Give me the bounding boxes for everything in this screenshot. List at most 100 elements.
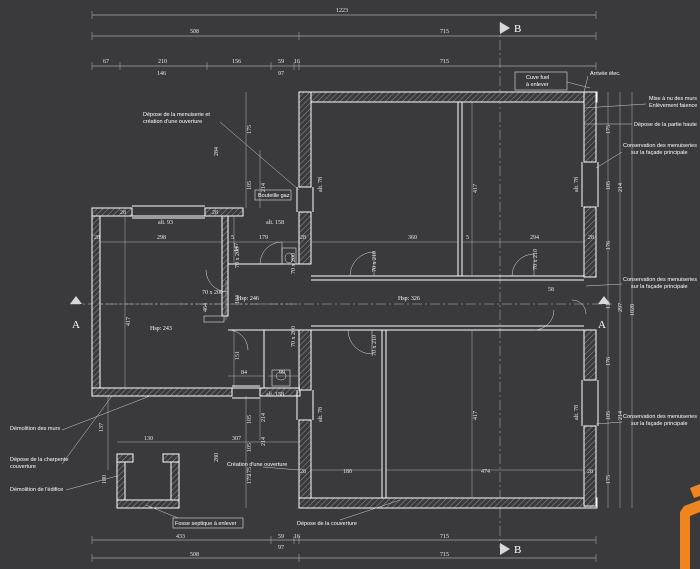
dim-105c: 105 <box>606 181 612 190</box>
bottom-dimensions: 433 59 16 715 97 508 715 <box>91 534 597 562</box>
dim-146: 146 <box>157 71 166 77</box>
dim-97: 97 <box>278 71 284 77</box>
room-hsp246: Hsp: 246 <box>237 296 259 302</box>
dim-alt78b: alt. 78 <box>318 407 324 422</box>
note-cons3-1: Conservation des menuiseries <box>623 414 697 420</box>
walls <box>91 91 599 509</box>
dim-715-bot: 715 <box>440 534 449 540</box>
dim-28a: 28 <box>94 235 100 241</box>
dim-28-right: 28 <box>212 210 218 216</box>
dim-105b: 105 <box>247 415 253 424</box>
dim-214a: 214 <box>261 183 267 192</box>
dim-147: 147 <box>234 243 240 252</box>
dim-175-right: 175 <box>606 475 612 484</box>
dim-5a: 5 <box>231 235 234 241</box>
note-depose-charp-1: Dépose de la charpente <box>10 457 68 463</box>
dim-508-top: 508 <box>190 29 199 35</box>
dim-307: 307 <box>232 436 241 442</box>
axis-a-right-label: A <box>598 319 606 331</box>
dim-alt78d: alt. 78 <box>574 405 580 420</box>
dim-28c: 28 <box>588 235 594 241</box>
dim-294: 294 <box>530 235 539 241</box>
dim-214e: 214 <box>261 437 267 446</box>
dim-104: 104 <box>235 295 241 304</box>
dim-180: 180 <box>343 469 352 475</box>
note-menuiserie-2: création d'une ouverture <box>143 119 202 125</box>
dim-58: 58 <box>548 287 554 293</box>
dim-70x200b: 70 x 200 <box>202 290 223 296</box>
dim-105d: 105 <box>606 411 612 420</box>
dim-280: 280 <box>214 453 220 462</box>
dim-70x200d: 70 x 200 <box>291 253 297 274</box>
dim-176b: 176 <box>606 357 612 366</box>
axis-b-bottom-label: B <box>514 544 521 556</box>
dim-130: 130 <box>144 436 153 442</box>
dim-alt158b: alt. 158 <box>266 392 284 398</box>
dim-105a: 105 <box>247 181 253 190</box>
note-mise-2: Enlèvement faience <box>649 103 697 109</box>
dim-97-bot: 97 <box>278 545 284 551</box>
note-mise-1: Mise à nu des murs <box>649 96 697 102</box>
dim-179: 179 <box>259 235 268 241</box>
dim-137: 137 <box>99 423 105 432</box>
dim-284: 284 <box>214 147 220 156</box>
dim-67: 67 <box>103 59 109 65</box>
dim-alt93: alt. 93 <box>158 220 173 226</box>
note-cuve-1: Cuve fuel <box>526 75 549 81</box>
doors <box>203 241 587 387</box>
dim-210: 210 <box>158 59 167 65</box>
dim-70x200a: 70 x 200 <box>235 247 241 268</box>
note-demol-edifice: Démolition de l'édifice <box>10 487 63 493</box>
dim-156: 156 <box>232 59 241 65</box>
dim-715-mid: 715 <box>440 59 449 65</box>
dim-105e: 105 <box>247 443 253 452</box>
dim-175c: 175 <box>606 125 612 134</box>
note-cons2-2: sur la façade principale <box>631 284 688 290</box>
note-arrivee: Arrivée élec. <box>590 71 621 77</box>
note-cons1-2: sur la façade principale <box>631 150 688 156</box>
dim-117: 117 <box>606 300 612 309</box>
dim-5b: 5 <box>466 235 469 241</box>
note-cons1-1: Conservation des menuiseries <box>623 143 697 149</box>
dim-175a: 175 <box>247 125 253 134</box>
note-bouteille: Bouteille gaz <box>258 193 290 199</box>
dim-alt78c: alt. 78 <box>574 177 580 192</box>
interior-labels: 28 298 5 179 28 360 5 294 28 alt. 93 alt… <box>94 125 636 484</box>
dim-28-left: 28 <box>120 210 126 216</box>
note-menuiserie-1: Dépose de la menuiserie et <box>143 112 210 118</box>
axis-a-left-label: A <box>72 319 80 331</box>
dim-214d: 214 <box>618 411 624 420</box>
dim-84: 84 <box>241 370 247 376</box>
dim-28b: 28 <box>300 235 306 241</box>
septic-tank <box>116 453 180 509</box>
interior-dimensions <box>100 92 633 508</box>
dim-433: 433 <box>176 534 185 540</box>
dim-alt78a: alt. 78 <box>318 177 324 192</box>
dim-298: 298 <box>157 235 166 241</box>
dim-16-bot: 16 <box>294 534 300 540</box>
dim-360: 360 <box>408 235 417 241</box>
dim-715b-bot: 715 <box>440 552 449 558</box>
dim-28d: 28 <box>300 469 306 475</box>
room-hsp326: Hsp: 326 <box>398 296 420 302</box>
note-cuve-2: à enlever <box>526 82 549 88</box>
dim-508-bot: 508 <box>190 552 199 558</box>
note-fosse: Fosse septique à enlever <box>175 521 237 527</box>
dim-70x210c: 70 x 210 <box>372 335 378 356</box>
note-depose-charp-2: couverture <box>10 464 36 470</box>
dim-1028: 1028 <box>630 304 636 316</box>
dim-176: 176 <box>606 241 612 250</box>
note-cons3-2: sur la façade principale <box>631 421 688 427</box>
brand-logo-mark <box>680 484 700 569</box>
dim-214b: 214 <box>261 413 267 422</box>
dim-297: 297 <box>618 303 624 312</box>
dim-214c: 214 <box>618 183 624 192</box>
dim-151: 151 <box>235 351 241 360</box>
dim-alt158a: alt. 158 <box>266 220 284 226</box>
dim-175b: 175 <box>247 467 253 476</box>
dim-417c: 417 <box>473 411 479 420</box>
dim-28e: 28 <box>587 469 593 475</box>
dim-16: 16 <box>294 59 300 65</box>
dim-715-top: 715 <box>440 29 449 35</box>
